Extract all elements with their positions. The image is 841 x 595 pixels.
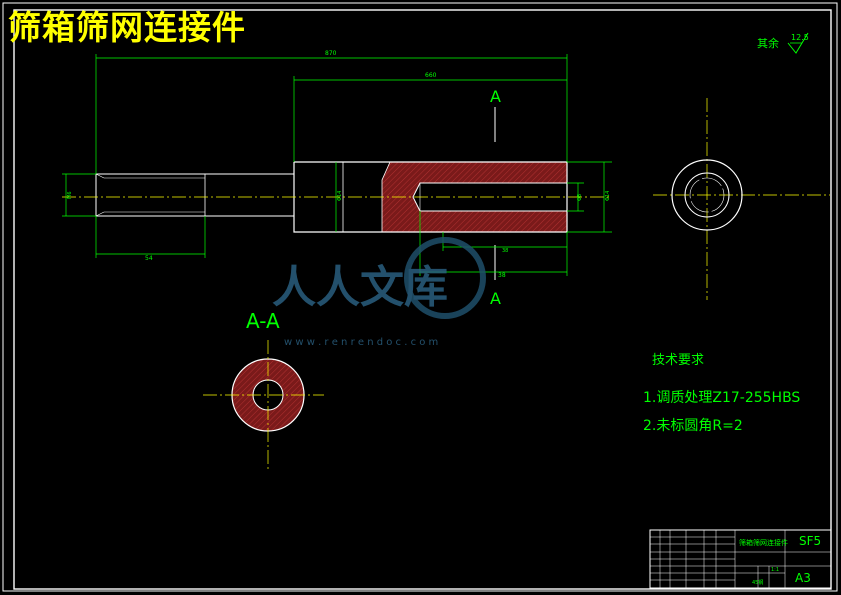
title-block-part-name: 筛箱筛网连接件	[739, 538, 788, 547]
roughness-value: 12.5	[791, 33, 809, 42]
dim-section-width: Φ14	[337, 191, 343, 201]
dimension-lines	[62, 54, 612, 276]
inner-frame	[13, 9, 832, 590]
title-block-code: SF5	[799, 534, 821, 548]
roughness-symbol: 其余 12.5	[757, 32, 809, 54]
dim-thread-diameter: M6	[67, 192, 73, 200]
tech-req-item-1: 1.调质处理Z17-255HBS	[643, 390, 800, 406]
watermark-url: w w w . r e n r e n d o c . c o m	[284, 337, 438, 348]
roughness-note: 其余	[757, 36, 779, 50]
end-view	[653, 98, 830, 300]
watermark-text: 人人文库	[272, 262, 448, 313]
dim-hole-small: Φ8	[577, 194, 583, 201]
dim-hole-depth: 38	[498, 272, 506, 279]
dim-hole-depth-2: 38	[502, 248, 508, 254]
section-view-a-a: A-A	[203, 309, 324, 472]
section-view-label: A-A	[246, 309, 280, 333]
thread-shank	[95, 173, 295, 217]
title-block-scale: 1:1	[771, 567, 779, 573]
page-title: 筛箱筛网连接件	[8, 8, 246, 47]
title-block-material: 45钢	[752, 579, 763, 586]
tech-req-item-2: 2.未标圆角R=2	[643, 418, 743, 434]
tech-req-heading: 技术要求	[652, 353, 704, 368]
main-view: A A 870	[62, 50, 612, 308]
end-view-inner-circle	[684, 172, 730, 218]
watermark-ring	[404, 237, 486, 319]
title-block-sheet-size: A3	[795, 571, 811, 585]
dim-overall-length: 870	[325, 50, 337, 57]
watermark: 人人文库 w w w . r e n r e n d o c . c o m	[272, 237, 486, 348]
title-block: 筛箱筛网连接件 SF5 A3 45钢 1:1	[649, 529, 832, 589]
dim-thread-length: 54	[145, 255, 153, 262]
section-mark-bottom: A	[490, 289, 501, 308]
dim-hole-large: Φ14	[605, 191, 611, 201]
section-mark-top: A	[490, 87, 501, 106]
tech-requirements: 技术要求 1.调质处理Z17-255HBS 2.未标圆角R=2	[643, 353, 800, 434]
end-view-outer-circle	[671, 159, 743, 231]
dim-body-length: 660	[425, 72, 437, 79]
